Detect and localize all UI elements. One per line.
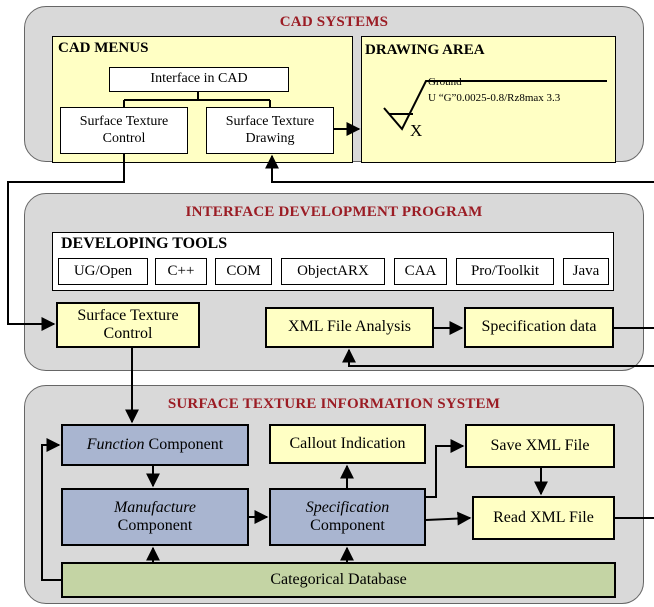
- surface-texture-symbol: [383, 80, 607, 131]
- manufacture-component-word: Component: [117, 517, 193, 534]
- specification-component-word: Component: [310, 517, 385, 534]
- idp-stc-line2: Control: [103, 325, 153, 342]
- symbol-spec-text: U “G”0.0025-0.8/Rz8max 3.3: [428, 92, 561, 104]
- idp-surface-texture-control-box[interactable]: Surface Texture Control: [56, 302, 200, 348]
- cad-systems-title: CAD SYSTEMS: [279, 14, 389, 30]
- specification-data-label: Specification data: [481, 318, 597, 336]
- cad-stc-line2: Control: [102, 130, 146, 146]
- surface-texture-info-title: SURFACE TEXTURE INFORMATION SYSTEM: [167, 396, 501, 412]
- tool-java: Java: [563, 258, 609, 285]
- drawing-area-title: DRAWING AREA: [365, 42, 485, 58]
- cad-surface-texture-drawing-box[interactable]: Surface Texture Drawing: [206, 107, 334, 154]
- drawing-area: DRAWING AREA Ground U “G”0.0025-0.8/Rz8m…: [361, 36, 616, 163]
- manufacture-component-box[interactable]: Manufacture Component: [61, 488, 249, 546]
- tool-caa: CAA: [394, 258, 447, 285]
- cad-stc-line1: Surface Texture: [79, 114, 169, 130]
- save-xml-file-label: Save XML File: [490, 436, 590, 454]
- specification-word: Specification: [305, 498, 390, 516]
- callout-indication-label: Callout Indication: [289, 434, 406, 452]
- symbol-check-mark: [383, 80, 607, 131]
- function-component-label: Function Component: [87, 436, 223, 454]
- idp-stc-line1: Surface Texture: [77, 306, 179, 324]
- interface-development-title: INTERFACE DEVELOPMENT PROGRAM: [185, 204, 483, 220]
- tool-objectarx: ObjectARX: [281, 258, 385, 285]
- function-component-word: Component: [144, 435, 224, 453]
- cad-surface-texture-control-box[interactable]: Surface Texture Control: [60, 107, 188, 154]
- manufacture-word: Manufacture: [113, 498, 197, 516]
- symbol-ground-text: Ground: [428, 76, 462, 88]
- read-xml-file-box[interactable]: Read XML File: [472, 496, 615, 540]
- tool-ug-open: UG/Open: [58, 258, 148, 285]
- tool-com: COM: [215, 258, 272, 285]
- tool-pro-toolkit: Pro/Toolkit: [456, 258, 554, 285]
- categorical-database-label: Categorical Database: [270, 570, 407, 588]
- developing-tools-title: DEVELOPING TOOLS: [61, 235, 228, 252]
- categorical-database-box[interactable]: Categorical Database: [61, 562, 616, 598]
- save-xml-file-box[interactable]: Save XML File: [465, 424, 615, 468]
- read-xml-file-label: Read XML File: [493, 508, 594, 526]
- interface-in-cad-box[interactable]: Interface in CAD: [109, 67, 289, 92]
- specification-data-box[interactable]: Specification data: [464, 307, 614, 348]
- function-word: Function: [86, 435, 145, 453]
- xml-file-analysis-box[interactable]: XML File Analysis: [265, 307, 434, 348]
- tool-cpp: C++: [155, 258, 207, 285]
- cad-std-line2: Drawing: [245, 130, 295, 146]
- cad-menus-title: CAD MENUS: [58, 40, 149, 56]
- symbol-x-text: X: [410, 121, 423, 140]
- xml-file-analysis-label: XML File Analysis: [288, 318, 411, 336]
- interface-in-cad-label: Interface in CAD: [150, 71, 248, 87]
- specification-component-box[interactable]: Specification Component: [269, 488, 426, 546]
- callout-indication-box[interactable]: Callout Indication: [269, 424, 426, 464]
- cad-std-line1: Surface Texture: [225, 114, 315, 130]
- function-component-box[interactable]: Function Component: [61, 424, 249, 466]
